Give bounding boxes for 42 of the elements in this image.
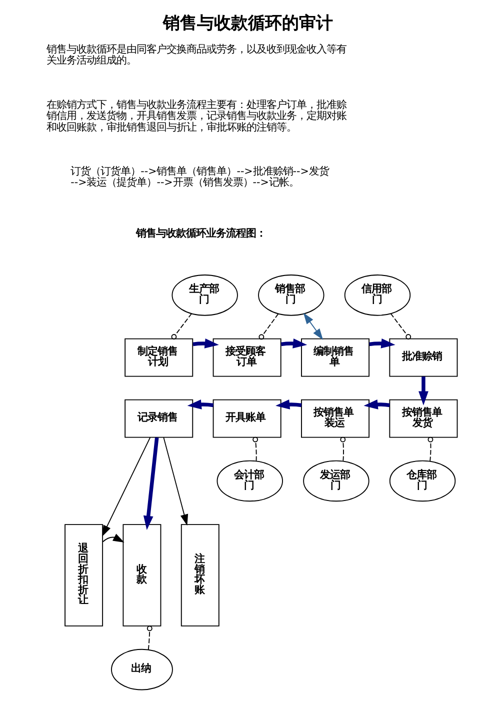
- diagram-title: 销售与收款循环的审计: [163, 12, 334, 33]
- label: 在赊销方式下，销售与收款业务流程主要有：处理客户订单，批准赊销信用，发送货物，开具销售发票，记录销售与收款业务，定期对账和收回账款，审批销售退回与折让，审批坏账的注销等。: [46, 98, 346, 134]
- node-box: 开具账单: [212, 399, 282, 438]
- label: 订货（订货单）-->销售单（销售单）-->批准赊销-->发货-->装运（提货单）-->开票（销售发票）-->记帐。: [70, 165, 329, 189]
- connector: [171, 313, 192, 340]
- arrow: [276, 399, 302, 410]
- node-box: 退回折扣折让: [64, 524, 104, 626]
- connector: [340, 436, 346, 462]
- connector: [146, 626, 152, 650]
- connector: [252, 436, 258, 462]
- node-box: 制定销售计划: [124, 338, 194, 377]
- node-ellipse: 信用部门: [344, 274, 411, 316]
- node-ellipse: 会计部门: [216, 460, 283, 502]
- node-ellipse: 发运部门: [303, 460, 370, 502]
- arrow: [418, 376, 428, 406]
- node-box: 按销售单发货: [389, 399, 458, 438]
- node-ellipse: 出纳: [111, 648, 173, 690]
- node-box: 按销售单装运: [301, 399, 370, 438]
- connector: [428, 436, 434, 462]
- arrow: [364, 399, 390, 410]
- label: 销售与收款循环业务流程图：: [136, 227, 266, 240]
- connector: [390, 313, 412, 340]
- node-box: 记录销售: [124, 399, 194, 438]
- node-ellipse: 销售部门: [258, 274, 324, 316]
- connector: [258, 313, 279, 340]
- arrow: [303, 312, 324, 340]
- arrow: [143, 437, 159, 530]
- node-ellipse: 生产部门: [172, 274, 238, 316]
- node-box: 编制销售单: [301, 338, 370, 377]
- node-box: 批准赊销: [389, 338, 458, 377]
- label: 销售与收款循环是由同客户交换商品或劳务，以及收到现金收入等有关业务活动组成的。: [46, 43, 346, 67]
- arrow: [102, 534, 124, 543]
- arrow: [192, 338, 219, 348]
- arrow: [187, 399, 214, 410]
- node-box: 接受顾客订单: [212, 338, 282, 377]
- arrow: [280, 338, 308, 348]
- arrow: [102, 437, 151, 537]
- node-box: 收款: [122, 524, 162, 626]
- arrow: [369, 338, 396, 348]
- node-ellipse: 仓库部门: [389, 460, 456, 502]
- node-box: 注销坏账: [180, 524, 220, 626]
- arrow: [163, 437, 188, 526]
